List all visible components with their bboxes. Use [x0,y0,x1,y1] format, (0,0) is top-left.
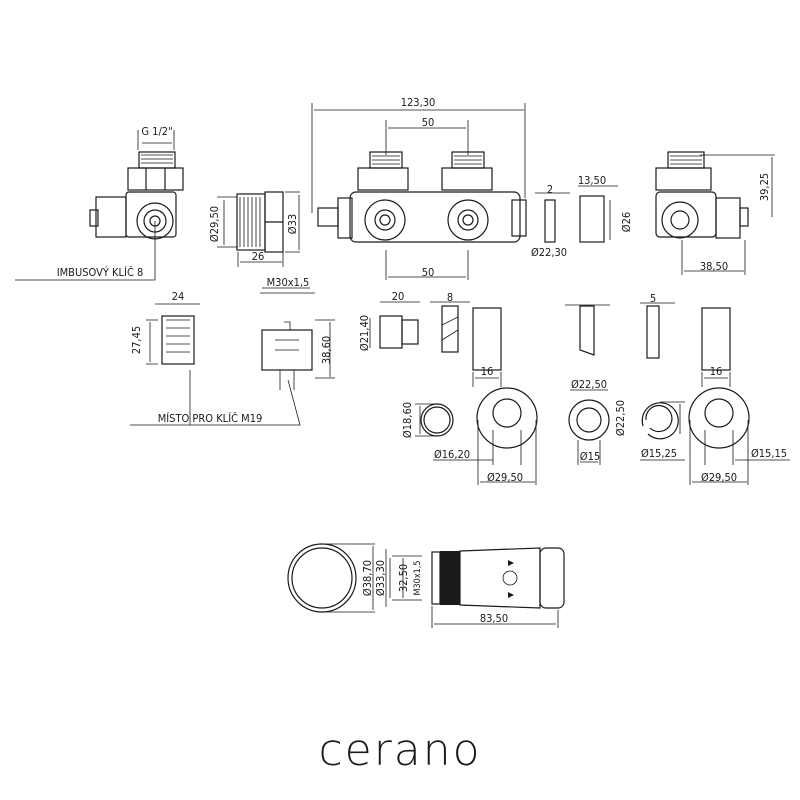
m30-label-b: M30x1,5 [413,561,423,596]
w38-50-label: 38,50 [700,260,728,273]
corner-valve-left [15,130,184,281]
d22-30-label: Ø22,30 [531,246,567,259]
h38-60-label: 38,60 [320,336,333,364]
spacing-top-label: 50 [422,116,435,129]
d16-20-label: Ø16,20 [434,448,470,461]
len26-label: 26 [252,250,265,263]
m30-label-a: M30x1,5 [267,276,310,289]
d29-50-label: Ø29,50 [208,206,221,242]
adapter [217,191,310,289]
washer-and-cap [535,185,618,243]
total-width-label: 123,30 [401,96,436,109]
w2-label: 2 [547,183,553,196]
twin-valve [311,103,527,280]
w5-label: 5 [650,292,656,305]
w16-label-b: 16 [710,365,723,378]
d15-25-label: Ø15,25 [641,447,677,460]
d26-label: Ø26 [620,212,633,232]
insert-parts [130,292,731,426]
thermostatic-head [287,543,565,628]
w20-label: 20 [392,290,405,303]
g-thread-label: G 1/2" [141,125,172,138]
d38-70-label: Ø38,70 [361,560,374,596]
d15-label: Ø15 [580,450,600,463]
d29-50-label-c: Ø29,50 [701,471,737,484]
rings [415,387,790,485]
w24-label: 24 [172,290,185,303]
h39-25-label: 39,25 [758,173,771,201]
len83-50-label: 83,50 [480,612,508,625]
d29-50-label-b: Ø29,50 [487,471,523,484]
cerano-logo: cerano [318,725,481,776]
h27-45-label: 27,45 [130,326,143,354]
d15-15-label: Ø15,15 [751,447,787,460]
w8-label: 8 [447,291,453,304]
d33-label: Ø33 [286,214,299,234]
w13-50-label: 13,50 [578,174,606,187]
corner-valve-right [655,151,775,275]
spacing-bottom-label: 50 [422,266,435,279]
d22-50-label-a: Ø22,50 [571,378,607,391]
key-m19-label: MÍSTO PRO KLÍČ M19 [158,412,263,425]
d18-60-label: Ø18,60 [401,402,414,438]
d33-30-label: Ø33,30 [374,560,387,596]
d21-40-label: Ø21,40 [358,315,371,351]
w16-label-a: 16 [481,365,494,378]
d22-50-label-b: Ø22,50 [614,400,627,436]
h32-50-label: 32,50 [397,564,410,592]
allen-key-label: IMBUSOVÝ KLÍČ 8 [57,266,144,279]
